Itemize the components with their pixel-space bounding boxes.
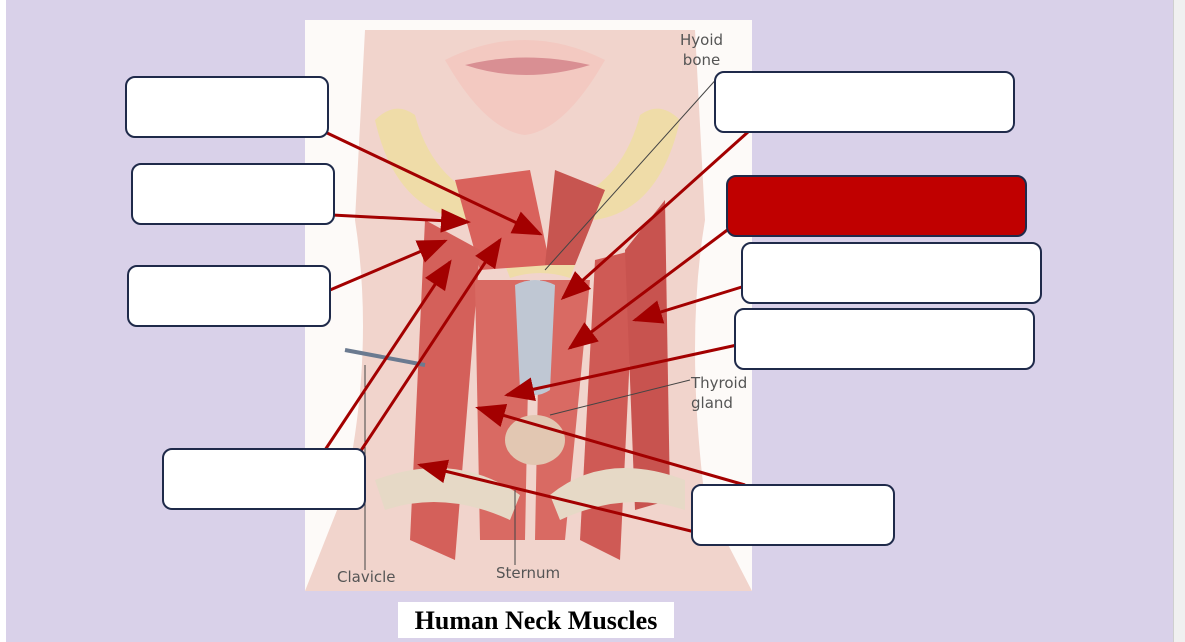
label-box-2[interactable] bbox=[131, 163, 335, 225]
clavicle-label: Clavicle bbox=[337, 568, 396, 586]
neck-muscle-illustration: Hyoid bone Thyroid gland Clavicle Sternu… bbox=[305, 20, 752, 591]
thyroid-gland-label: Thyroid gland bbox=[691, 374, 748, 412]
anatomy-drawing bbox=[305, 30, 752, 591]
label-box-8[interactable] bbox=[734, 308, 1035, 370]
label-box-6-filled[interactable] bbox=[726, 175, 1027, 237]
sternum-label: Sternum bbox=[496, 564, 561, 582]
label-box-4[interactable] bbox=[162, 448, 366, 510]
diagram-title: Human Neck Muscles bbox=[398, 602, 674, 638]
label-box-7[interactable] bbox=[741, 242, 1042, 304]
label-box-3[interactable] bbox=[127, 265, 331, 327]
label-box-1[interactable] bbox=[125, 76, 329, 138]
hyoid-bone-label: Hyoid bone bbox=[680, 31, 724, 69]
scrollbar[interactable] bbox=[1173, 0, 1185, 642]
label-box-5[interactable] bbox=[714, 71, 1015, 133]
label-box-9[interactable] bbox=[691, 484, 895, 546]
